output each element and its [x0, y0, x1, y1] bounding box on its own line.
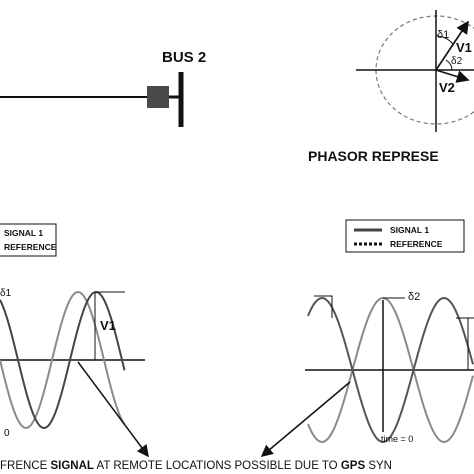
- caption-part-2: AT REMOTE LOCATIONS POSSIBLE DUE TO: [94, 460, 341, 472]
- caption-bold-signal: SIGNAL: [50, 460, 93, 472]
- right-legend-box: [345, 219, 465, 253]
- v1-phasor-arrow: [435, 20, 469, 71]
- delta2-label: δ2: [451, 56, 463, 67]
- phasor-diagram: δ1 V1 δ2 V2 PHASOR REPRESE: [308, 10, 474, 164]
- caption: FRENCE SIGNAL AT REMOTE LOCATIONS POSSIB…: [0, 460, 392, 472]
- left-zero-label: 0: [4, 428, 10, 439]
- right-waveform-plot: SIGNAL 1 REFERENCE δ2 time = 0: [305, 219, 474, 444]
- pointer-arrow-right: [260, 381, 351, 457]
- v1-label: V1: [456, 40, 472, 55]
- left-reference-wave: [0, 290, 126, 430]
- caption-part-1: FRENCE: [0, 460, 50, 472]
- v2-phasor-arrow: [435, 69, 470, 83]
- caption-bold-gps: GPS: [341, 460, 366, 472]
- right-time-label: time = 0: [381, 434, 413, 444]
- left-signal-wave: [0, 290, 126, 430]
- right-legend-signal: SIGNAL 1: [390, 225, 429, 235]
- left-legend-reference: REFERENCE: [4, 242, 57, 252]
- phasor-title: PHASOR REPRESE: [308, 148, 439, 164]
- left-legend-signal: SIGNAL 1: [4, 228, 43, 238]
- left-v1-label: V1: [100, 318, 116, 333]
- v2-label: V2: [439, 80, 455, 95]
- right-delta-label: δ2: [408, 291, 420, 303]
- caption-part-3: SYN: [365, 460, 392, 472]
- left-delta-label: δ1: [0, 288, 12, 299]
- delta2-arc: [445, 59, 453, 71]
- pointer-arrow-left: [77, 361, 149, 458]
- delta1-label: δ1: [437, 29, 449, 41]
- bus-diagram: BUS 2: [0, 49, 206, 127]
- right-reference-wave: [307, 296, 474, 444]
- right-signal-wave: [307, 296, 474, 444]
- right-phase-bracket: [314, 295, 333, 318]
- left-legend-box: [0, 223, 57, 257]
- right-legend-reference: REFERENCE: [390, 239, 443, 249]
- bus-label: BUS 2: [162, 49, 206, 66]
- circuit-breaker: [147, 86, 169, 108]
- left-waveform-plot: SIGNAL 1 REFERENCE V1 δ1 0: [0, 223, 145, 439]
- delta1-arc: [435, 35, 454, 45]
